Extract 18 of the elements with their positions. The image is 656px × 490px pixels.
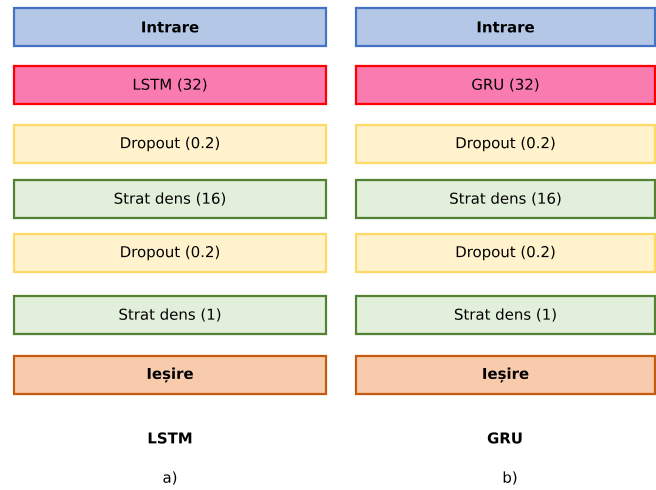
recurrent-layer-box: GRU (32) [354,64,656,106]
dropout-layer-box: Dropout (0.2) [354,232,656,274]
output-layer-box: Ieșire [12,354,328,396]
column-title: LSTM [148,432,192,444]
dense-layer-box: Strat dens (16) [354,178,656,220]
input-layer-box: Intrare [12,6,328,48]
dense-layer-box: Strat dens (1) [354,294,656,336]
recurrent-layer-box: LSTM (32) [12,64,328,106]
panel-label: a) [163,471,176,485]
input-layer-box: Intrare [354,6,656,48]
dense-layer-box: Strat dens (16) [12,178,328,220]
column-title: GRU [488,432,522,444]
dropout-layer-box: Dropout (0.2) [354,124,656,164]
output-layer-box: Ieșire [354,354,656,396]
dense-layer-box: Strat dens (1) [12,294,328,336]
dropout-layer-box: Dropout (0.2) [12,124,328,164]
panel-label: b) [504,471,516,485]
dropout-layer-box: Dropout (0.2) [12,232,328,274]
